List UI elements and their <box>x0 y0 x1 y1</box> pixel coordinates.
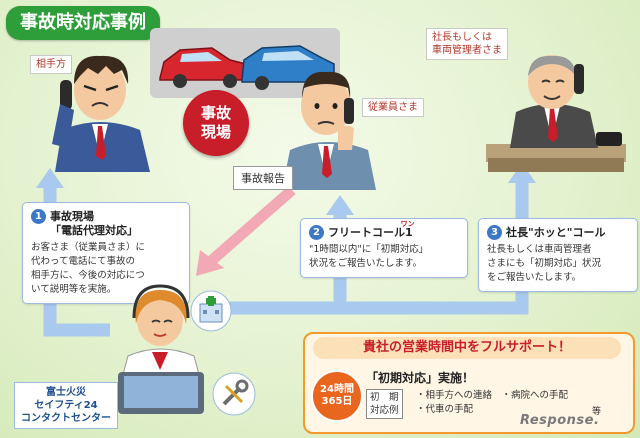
accident-site-badge: 事故 現場 <box>183 90 249 156</box>
blue-car-icon <box>241 45 335 90</box>
arrow-head-manager <box>508 163 536 183</box>
step-2-ruby: ワン <box>400 219 415 228</box>
manager-phone-icon <box>574 64 584 94</box>
contact-center-label: 富士火災 セイフティ24 コンタクトセンター <box>14 382 118 429</box>
initial-response-etc: 等 <box>592 407 602 417</box>
support-hours-badge: 24時間 365日 <box>311 370 363 422</box>
step-1-text: お客さま（従業員さま）に 代わって電話にて事故の 相手方に、今後の対応につ いて… <box>31 242 146 295</box>
step-2-title: フリートコール1 <box>328 225 413 239</box>
accident-report-label: 事故報告 <box>233 166 293 190</box>
step-2-number: 2 <box>309 225 324 240</box>
arrow-head-employee <box>326 195 354 215</box>
step-1-number: 1 <box>31 209 46 224</box>
step-1-subtitle: 「電話代理対応」 <box>50 224 138 237</box>
crashed-cars-illustration <box>150 28 340 98</box>
employee-person <box>282 71 376 190</box>
page-title: 事故時対応事例 <box>6 6 160 40</box>
tools-icon <box>212 372 256 416</box>
employee-label: 従業員さま <box>362 98 424 117</box>
response-watermark: Response. <box>520 413 600 428</box>
other-party-label: 相手方 <box>30 55 72 74</box>
step-2-header: 2 フリートコール1 ワン <box>309 220 459 240</box>
step-2-title-wrap: フリートコール1 ワン <box>328 220 415 240</box>
support-headline: 貴社の営業時間中をフルサポート！ <box>313 337 621 359</box>
hospital-icon <box>190 290 232 332</box>
step-3-title: 社長"ホッと"コール <box>506 225 606 239</box>
manager-person <box>486 55 626 172</box>
employee-phone-icon <box>344 98 354 124</box>
step-1-card: 1 事故現場 「電話代理対応」 お客さま（従業員さま）に 代わって電話にて事故の… <box>22 202 190 304</box>
red-car-icon <box>159 47 247 88</box>
badge-days: 365日 <box>321 396 353 407</box>
step-3-header: 3 社長"ホッと"コール <box>487 225 629 240</box>
step-1-title: 事故現場 <box>50 209 94 223</box>
other-party-person <box>52 55 150 172</box>
manager-label: 社長もしくは 車両管理者さま <box>426 28 508 60</box>
step-2-text: "1時間以内"に「初期対応」 状況をご報告いたします。 <box>309 244 429 269</box>
call-center-operator <box>118 284 204 414</box>
arrow-report <box>206 185 296 267</box>
arrow-head-report <box>196 250 224 276</box>
step-3-number: 3 <box>487 225 502 240</box>
step-3-text: 社長もしくは車両管理者 さまにも「初期対応」状況 をご報告いたします。 <box>487 244 602 283</box>
badge-hours: 24時間 <box>320 384 354 395</box>
initial-response-label: 初 期 対応例 <box>366 389 403 419</box>
desk-phone-icon <box>596 132 622 146</box>
step-1-header: 1 事故現場 <box>31 209 181 224</box>
phone-icon <box>60 80 72 110</box>
initial-response-title: 「初期対応」実施！ <box>366 371 475 385</box>
step-3-card: 3 社長"ホッと"コール 社長もしくは車両管理者 さまにも「初期対応」状況 をご… <box>478 218 638 292</box>
step-2-card: 2 フリートコール1 ワン "1時間以内"に「初期対応」 状況をご報告いたします… <box>300 218 468 278</box>
headset-icon <box>132 284 190 319</box>
initial-response-items: ・相手方への連絡 ・病院への手配 ・代車の手配 <box>416 390 569 415</box>
arrow-head-other-party <box>36 168 64 188</box>
